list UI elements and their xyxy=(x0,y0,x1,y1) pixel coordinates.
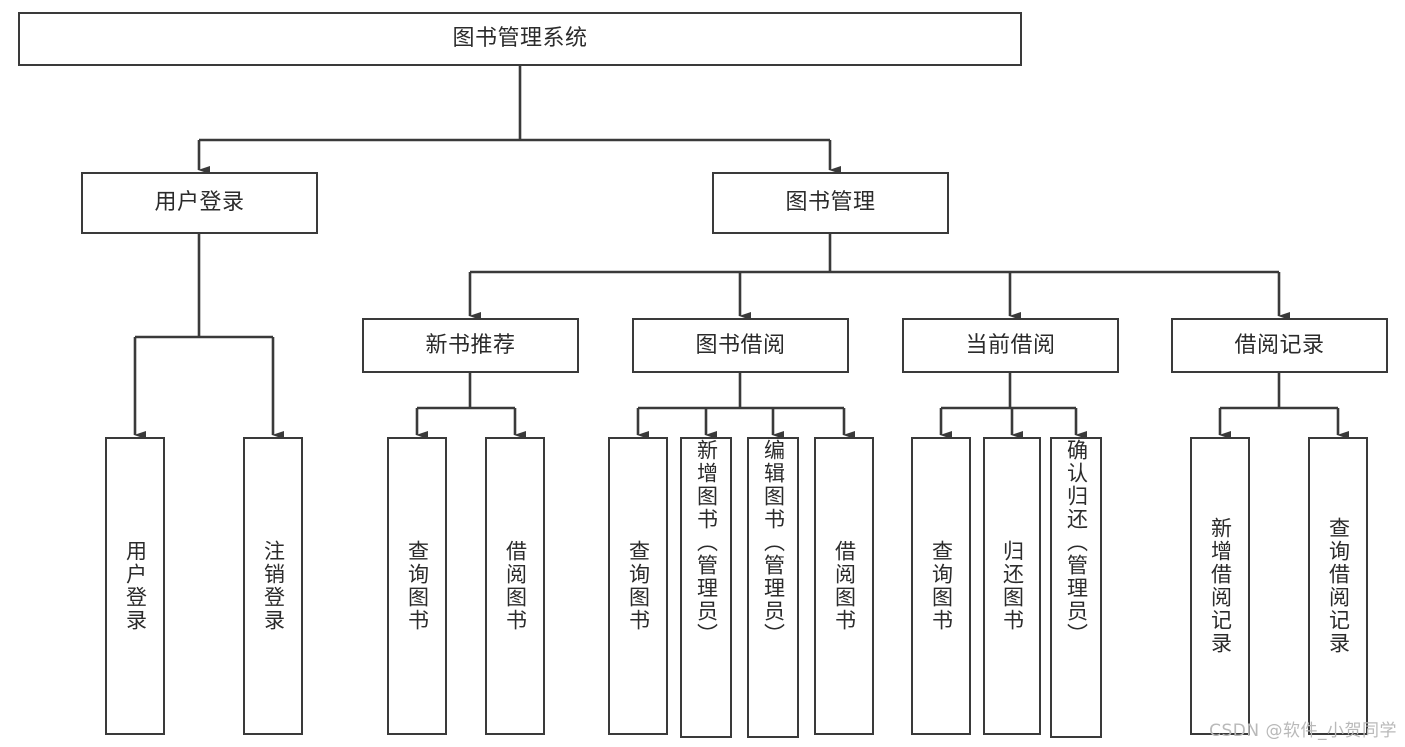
node-leaf-11-label: 确认归还（管理员） xyxy=(1064,439,1089,646)
node-level2-2-label: 图书管理 xyxy=(785,190,876,216)
node-leaf-8-label: 借阅图书 xyxy=(832,540,857,632)
node-leaf-2-label: 注销登录 xyxy=(261,540,286,632)
node-leaf-7-label: 编辑图书（管理员） xyxy=(761,439,786,646)
node-leaf-1-label: 用户登录 xyxy=(123,540,148,632)
node-level2-1-label: 用户登录 xyxy=(154,190,245,216)
node-level2-1[interactable]: 用户登录 xyxy=(81,172,318,234)
node-level3-3-label: 当前借阅 xyxy=(965,332,1056,358)
node-root-label: 图书管理系统 xyxy=(452,26,588,52)
node-leaf-7[interactable]: 编辑图书（管理员） xyxy=(747,437,799,738)
node-leaf-9-label: 查询图书 xyxy=(929,540,954,632)
node-leaf-1[interactable]: 用户登录 xyxy=(105,437,165,735)
node-leaf-8[interactable]: 借阅图书 xyxy=(814,437,874,735)
node-leaf-4-label: 借阅图书 xyxy=(503,540,528,632)
node-leaf-5-label: 查询图书 xyxy=(626,540,651,632)
node-leaf-11[interactable]: 确认归还（管理员） xyxy=(1050,437,1102,738)
node-level3-4[interactable]: 借阅记录 xyxy=(1171,318,1388,373)
node-leaf-3-label: 查询图书 xyxy=(405,540,430,632)
node-level2-2[interactable]: 图书管理 xyxy=(712,172,949,234)
node-level3-2-label: 图书借阅 xyxy=(695,332,786,358)
node-leaf-3[interactable]: 查询图书 xyxy=(387,437,447,735)
node-level3-4-label: 借阅记录 xyxy=(1234,332,1325,358)
node-leaf-10-label: 归还图书 xyxy=(1000,540,1025,632)
node-leaf-6[interactable]: 新增图书（管理员） xyxy=(680,437,732,738)
node-leaf-13[interactable]: 查询借阅记录 xyxy=(1308,437,1368,735)
node-leaf-10[interactable]: 归还图书 xyxy=(983,437,1041,735)
node-level3-2[interactable]: 图书借阅 xyxy=(632,318,849,373)
node-leaf-12-label: 新增借阅记录 xyxy=(1208,517,1233,655)
node-leaf-5[interactable]: 查询图书 xyxy=(608,437,668,735)
node-leaf-9[interactable]: 查询图书 xyxy=(911,437,971,735)
node-level3-1-label: 新书推荐 xyxy=(425,332,516,358)
node-leaf-2[interactable]: 注销登录 xyxy=(243,437,303,735)
node-level3-1[interactable]: 新书推荐 xyxy=(362,318,579,373)
node-leaf-4[interactable]: 借阅图书 xyxy=(485,437,545,735)
node-leaf-6-label: 新增图书（管理员） xyxy=(694,439,719,646)
node-root[interactable]: 图书管理系统 xyxy=(18,12,1022,66)
node-level3-3[interactable]: 当前借阅 xyxy=(902,318,1119,373)
node-leaf-13-label: 查询借阅记录 xyxy=(1326,517,1351,655)
node-leaf-12[interactable]: 新增借阅记录 xyxy=(1190,437,1250,735)
